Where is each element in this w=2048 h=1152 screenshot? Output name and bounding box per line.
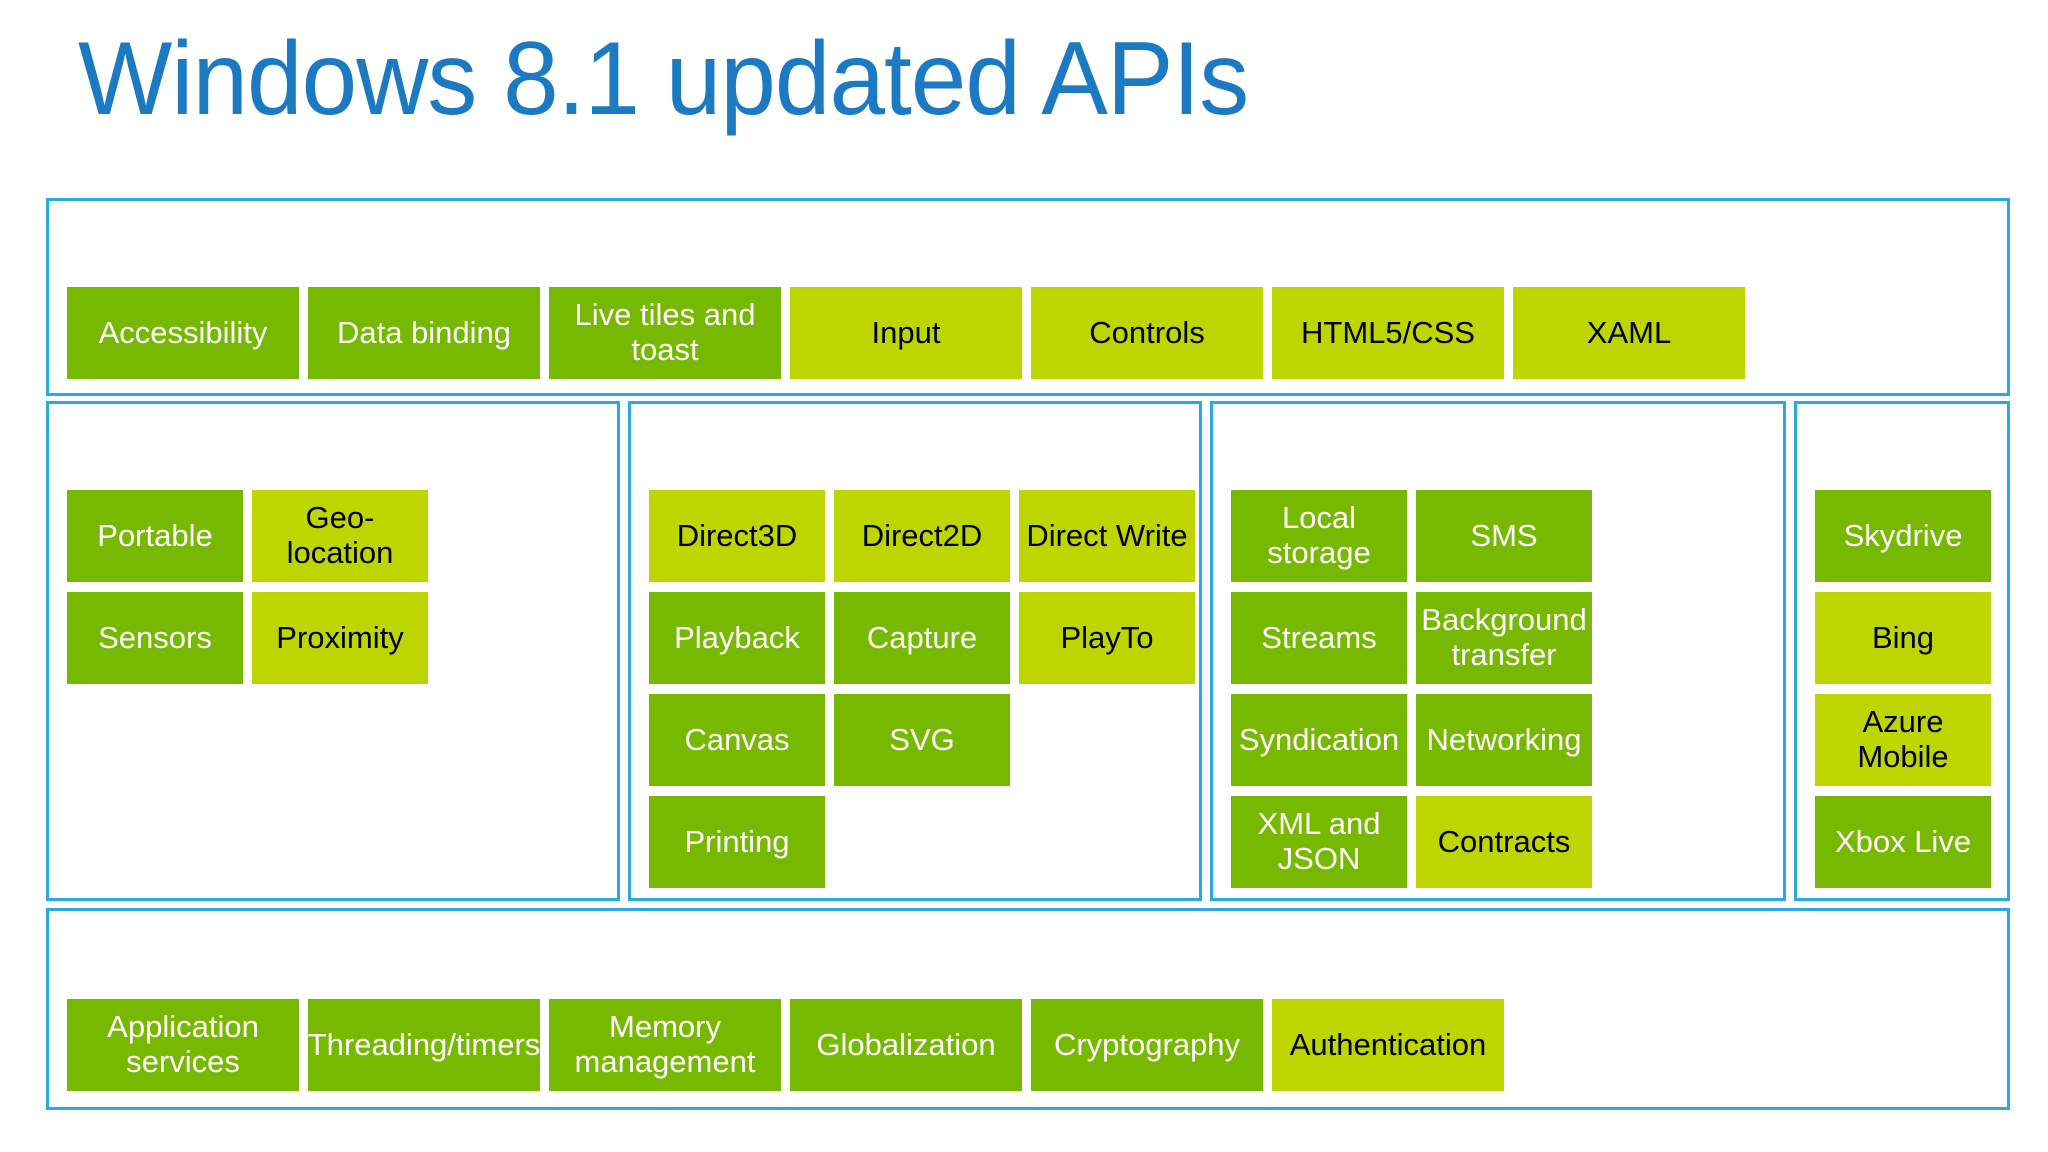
tile-application-services[interactable]: Application services bbox=[67, 999, 299, 1091]
tile-skydrive[interactable]: Skydrive bbox=[1815, 490, 1991, 582]
tile-syndication[interactable]: Syndication bbox=[1231, 694, 1407, 786]
group-ui-and-app-model: Accessibility Data binding Live tiles an… bbox=[46, 198, 2010, 396]
tile-playto[interactable]: PlayTo bbox=[1019, 592, 1195, 684]
tile-globalization[interactable]: Globalization bbox=[790, 999, 1022, 1091]
tile-cryptography[interactable]: Cryptography bbox=[1031, 999, 1263, 1091]
tile-contracts[interactable]: Contracts bbox=[1416, 796, 1592, 888]
tile-geo-location[interactable]: Geo-location bbox=[252, 490, 428, 582]
tile-xml-and-json[interactable]: XML and JSON bbox=[1231, 796, 1407, 888]
tile-canvas[interactable]: Canvas bbox=[649, 694, 825, 786]
tile-xbox-live[interactable]: Xbox Live bbox=[1815, 796, 1991, 888]
tile-xaml[interactable]: XAML bbox=[1513, 287, 1745, 379]
tile-data-binding[interactable]: Data binding bbox=[308, 287, 540, 379]
tile-live-tiles-and-toast[interactable]: Live tiles and toast bbox=[549, 287, 781, 379]
tile-svg[interactable]: SVG bbox=[834, 694, 1010, 786]
tile-streams[interactable]: Streams bbox=[1231, 592, 1407, 684]
tile-memory-management[interactable]: Memory management bbox=[549, 999, 781, 1091]
tile-local-storage[interactable]: Local storage bbox=[1231, 490, 1407, 582]
tile-controls[interactable]: Controls bbox=[1031, 287, 1263, 379]
tile-capture[interactable]: Capture bbox=[834, 592, 1010, 684]
tile-printing[interactable]: Printing bbox=[649, 796, 825, 888]
group-fundamentals: Application services Threading/timers Me… bbox=[46, 908, 2010, 1110]
tile-html5-css[interactable]: HTML5/CSS bbox=[1272, 287, 1504, 379]
tile-direct3d[interactable]: Direct3D bbox=[649, 490, 825, 582]
page-title: Windows 8.1 updated APIs bbox=[78, 21, 1249, 137]
tile-accessibility[interactable]: Accessibility bbox=[67, 287, 299, 379]
group-cloud-services: Skydrive Bing Azure Mobile Xbox Live bbox=[1794, 401, 2010, 901]
tile-input[interactable]: Input bbox=[790, 287, 1022, 379]
group-data-and-communications: Local storage SMS Streams Background tra… bbox=[1210, 401, 1786, 901]
tile-direct-write[interactable]: Direct Write bbox=[1019, 490, 1195, 582]
tile-azure-mobile[interactable]: Azure Mobile bbox=[1815, 694, 1991, 786]
tile-sms[interactable]: SMS bbox=[1416, 490, 1592, 582]
tile-background-transfer[interactable]: Background transfer bbox=[1416, 592, 1592, 684]
tile-portable[interactable]: Portable bbox=[67, 490, 243, 582]
tile-authentication[interactable]: Authentication bbox=[1272, 999, 1504, 1091]
tile-bing[interactable]: Bing bbox=[1815, 592, 1991, 684]
group-graphics-and-media: Direct3D Direct2D Direct Write Playback … bbox=[628, 401, 1202, 901]
group-devices: Portable Geo-location Sensors Proximity bbox=[46, 401, 620, 901]
tile-sensors[interactable]: Sensors bbox=[67, 592, 243, 684]
tile-playback[interactable]: Playback bbox=[649, 592, 825, 684]
tile-threading-timers[interactable]: Threading/timers bbox=[308, 999, 540, 1091]
tile-proximity[interactable]: Proximity bbox=[252, 592, 428, 684]
tile-direct2d[interactable]: Direct2D bbox=[834, 490, 1010, 582]
tile-networking[interactable]: Networking bbox=[1416, 694, 1592, 786]
